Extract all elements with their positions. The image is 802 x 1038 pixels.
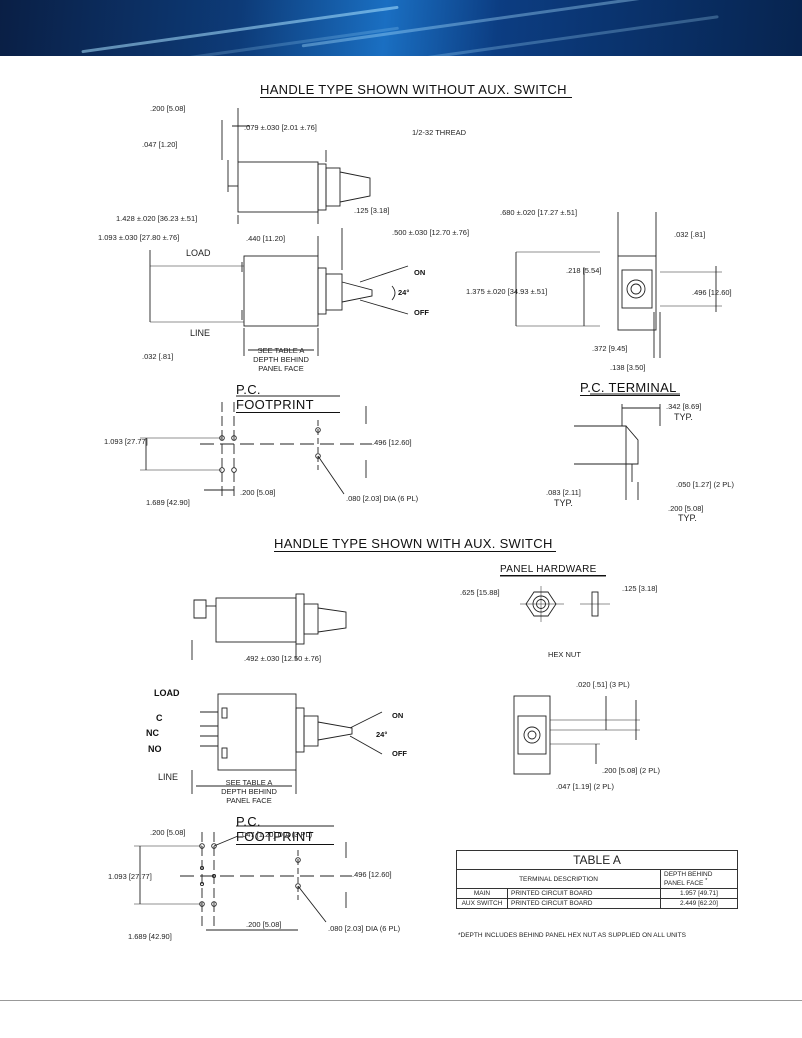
heading-footprint-1: P.C. FOOTPRINT: [236, 382, 340, 413]
no-label: NO: [148, 744, 162, 754]
note-line: SEE TABLE A: [257, 346, 305, 355]
dim-label: .200 [5.08]: [150, 828, 186, 837]
side-view-main: [149, 228, 409, 356]
on-label: ON: [392, 711, 404, 720]
dim-label: .200 [5.08]: [668, 504, 704, 513]
dim-label: .032 [.81]: [674, 230, 706, 239]
table-title: TABLE A: [456, 850, 738, 870]
aux-front-view: [513, 695, 640, 775]
footnote-mark: *: [705, 878, 708, 884]
dim-label: .496 [12.60]: [372, 438, 412, 447]
off-label: OFF: [414, 308, 429, 317]
dim-label: .492 ±.030 [12.50 ±.76]: [244, 654, 322, 663]
technical-drawing: [134, 108, 722, 931]
on-label: ON: [414, 268, 426, 277]
dim-label: 1.093 [27.77]: [108, 872, 152, 881]
aux-side-top: [191, 593, 347, 660]
note-line: PANEL FACE: [258, 364, 304, 373]
dim-label: .032 [.81]: [142, 352, 174, 361]
dim-label: 1.689 [42.90]: [146, 498, 190, 507]
dim-label: .050 [1.27] (2 PL): [676, 480, 734, 489]
off-label: OFF: [392, 749, 407, 758]
c-label: C: [156, 713, 163, 723]
nc-label: NC: [146, 728, 159, 738]
table-cell: PRINTED CIRCUIT BOARD: [507, 888, 661, 900]
note-line: DEPTH BEHIND: [221, 787, 277, 796]
line-label: LINE: [158, 772, 179, 782]
heading-footprint-2: P.C. FOOTPRINT: [236, 814, 334, 845]
dim-label: .200 [5.08]: [246, 920, 282, 929]
load-label: LOAD: [154, 688, 180, 698]
angle-label: 24°: [376, 730, 388, 739]
dim-label: .125 [3.18]: [622, 584, 658, 593]
dim-label: 1.375 ±.020 [34.93 ±.51]: [466, 287, 548, 296]
dim-label: .047 [1.19] (2 PL): [556, 782, 614, 791]
dim-label: .020 [.51] (3 PL): [576, 680, 630, 689]
dim-label: .047 [1.20] DIA (3 PL): [240, 830, 313, 839]
table-cell: PRINTED CIRCUIT BOARD: [507, 898, 661, 910]
typ-label: TYP.: [674, 412, 693, 422]
panel-hardware: [500, 575, 610, 622]
dim-label: .079 ±.030 [2.01 ±.76]: [244, 123, 317, 132]
table-a: TABLE A TERMINAL DESCRIPTION DEPTH BEHIN…: [456, 850, 738, 910]
table-cell: MAIN: [456, 888, 508, 900]
heading-without-aux: HANDLE TYPE SHOWN WITHOUT AUX. SWITCH: [260, 82, 572, 98]
col-header: DEPTH BEHIND PANEL FACE *: [660, 868, 738, 890]
line-label: LINE: [190, 328, 211, 338]
footer-rule: [0, 1000, 802, 1001]
dim-label: .496 [12.60]: [352, 870, 392, 879]
dim-label: .080 [2.03] DIA (6 PL): [328, 924, 401, 933]
dim-label: .218 [5.54]: [566, 266, 602, 275]
note-line: SEE TABLE A: [225, 778, 273, 787]
dim-label: .200 [5.08] (2 PL): [602, 766, 660, 775]
side-view-top: [221, 108, 371, 224]
dim-label: .372 [9.45]: [592, 344, 628, 353]
dim-label: .047 [1.20]: [142, 140, 178, 149]
header-banner: [0, 0, 802, 56]
table-cell: AUX SWITCH: [456, 898, 508, 910]
table-row: AUX SWITCH PRINTED CIRCUIT BOARD 2.449 […: [456, 898, 738, 910]
dim-label: .680 ±.020 [17.27 ±.51]: [500, 208, 578, 217]
hexnut-label: HEX NUT: [548, 650, 581, 659]
pc-terminal: [574, 393, 680, 500]
dim-label: .342 [8.69]: [666, 402, 702, 411]
dim-label: 1.093 [27.77]: [104, 437, 148, 446]
table-note: SEE TABLE A DEPTH BEHIND PANEL FACE: [206, 778, 292, 805]
table-row: MAIN PRINTED CIRCUIT BOARD 1.957 [49.71]: [456, 888, 738, 900]
dim-label: .080 [2.03] DIA (6 PL): [346, 494, 419, 503]
note-line: PANEL FACE: [226, 796, 272, 805]
col-header: TERMINAL DESCRIPTION: [456, 868, 661, 890]
col-header-text: DEPTH BEHIND PANEL FACE: [664, 871, 713, 888]
footprint-2: [134, 825, 352, 931]
dim-label: .440 [11.20]: [246, 234, 286, 243]
dim-label: .200 [5.08]: [150, 104, 186, 113]
heading-pc-terminal: P.C. TERMINAL: [580, 380, 680, 396]
footprint-1: [140, 395, 372, 500]
heading-with-aux: HANDLE TYPE SHOWN WITH AUX. SWITCH: [274, 536, 556, 552]
dim-label: .500 ±.030 [12.70 ±.76]: [392, 228, 470, 237]
heading-panel-hardware: PANEL HARDWARE: [500, 564, 606, 576]
thread-label: 1/2-32 THREAD: [412, 128, 467, 137]
dim-label: .083 [2.11]: [546, 488, 581, 497]
angle-label: 24°: [398, 288, 410, 297]
dim-label: 1.428 ±.020 [36.23 ±.51]: [116, 214, 198, 223]
table-footnote: *DEPTH INCLUDES BEHIND PANEL HEX NUT AS …: [458, 932, 686, 939]
table-cell: 1.957 [49.71]: [660, 888, 738, 900]
load-label: LOAD: [186, 248, 211, 258]
note-line: DEPTH BEHIND: [253, 355, 309, 364]
table-note: SEE TABLE A DEPTH BEHIND PANEL FACE: [238, 346, 324, 373]
dim-label: .125 [3.18]: [354, 206, 390, 215]
dim-label: 1.093 ±.030 [27.80 ±.76]: [98, 233, 180, 242]
aux-side-main: [191, 693, 383, 794]
dim-label: .625 [15.88]: [460, 588, 500, 597]
table-cell: 2.449 [62.20]: [660, 898, 738, 910]
dim-label: .138 [3.50]: [610, 363, 646, 372]
typ-label: TYP.: [554, 498, 573, 508]
typ-label: TYP.: [678, 513, 697, 523]
dim-label: .496 [12.60]: [692, 288, 732, 297]
dim-label: 1.689 [42.90]: [128, 932, 172, 941]
dim-label: .200 [5.08]: [240, 488, 276, 497]
front-view: [515, 212, 722, 358]
